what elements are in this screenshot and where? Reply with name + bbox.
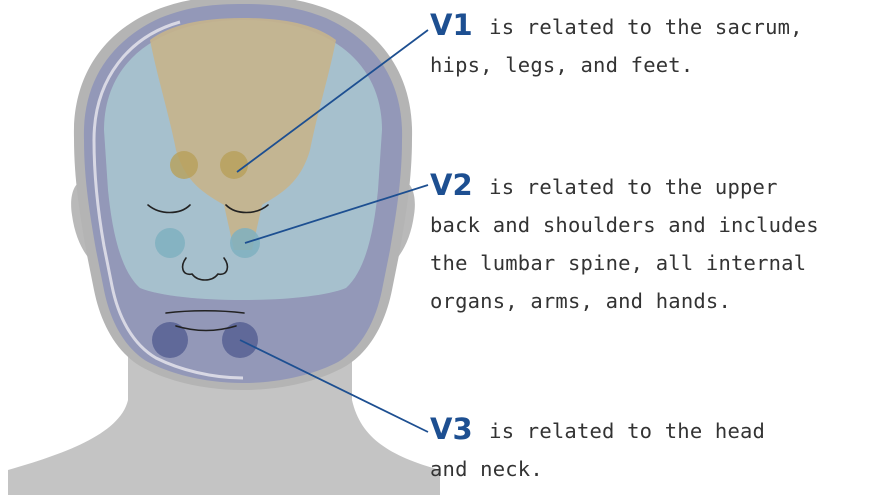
v3-text-line-1: is related to the head	[489, 419, 765, 443]
v2-callout: V2 is related to the upper back and shou…	[430, 166, 819, 320]
v2-point-left	[155, 228, 185, 258]
v2-text-line-2: back and shoulders and includes	[430, 206, 819, 244]
v3-callout: V3 is related to the head and neck.	[430, 410, 765, 488]
v1-point-left	[170, 151, 198, 179]
v2-label: V2	[430, 168, 473, 202]
v2-text-line-4: organs, arms, and hands.	[430, 282, 819, 320]
v2-text-line-3: the lumbar spine, all internal	[430, 244, 819, 282]
v1-text-line-1: is related to the sacrum,	[489, 15, 803, 39]
v1-callout: V1 is related to the sacrum, hips, legs,…	[430, 6, 803, 84]
v1-text-line-2: hips, legs, and feet.	[430, 46, 803, 84]
v1-point-right	[220, 151, 248, 179]
v3-text-line-2: and neck.	[430, 450, 765, 488]
v2-text-line-1: is related to the upper	[489, 175, 777, 199]
v1-label: V1	[430, 8, 473, 42]
v3-label: V3	[430, 412, 473, 446]
